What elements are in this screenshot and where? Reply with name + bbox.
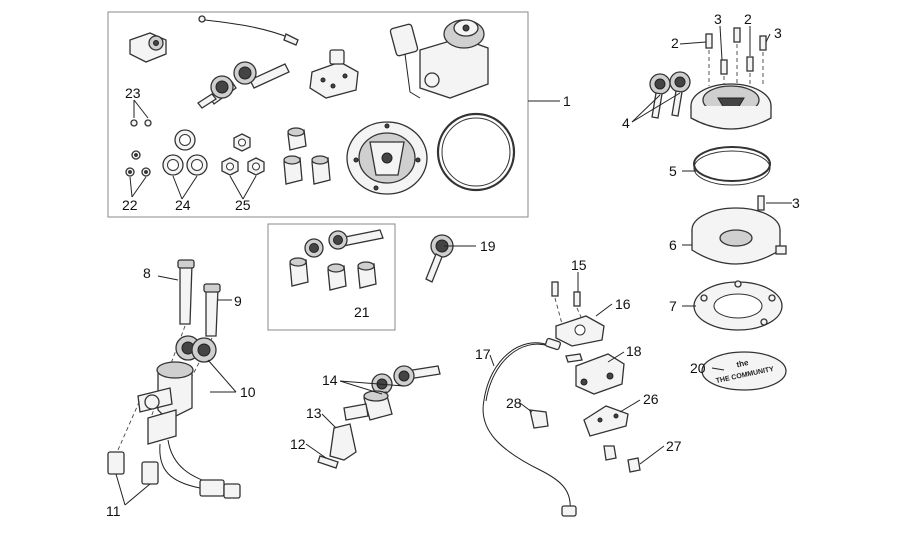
callout-3c: 3	[792, 195, 800, 211]
base-screw	[757, 195, 765, 211]
release-cable	[198, 15, 299, 46]
tank-cap-gasket	[436, 112, 516, 192]
ignition-keys	[197, 61, 290, 109]
callout-17: 17	[475, 346, 491, 362]
callout-26: 26	[643, 391, 659, 407]
kit-1-parts	[125, 15, 516, 195]
lock-bracket	[309, 49, 359, 99]
callout-12: 12	[290, 436, 306, 452]
kit-21-parts	[289, 229, 384, 291]
callout-2a: 2	[671, 35, 679, 51]
callout-23: 23	[125, 85, 141, 101]
callout-22: 22	[122, 197, 138, 213]
callout-27: 27	[666, 438, 682, 454]
callout-1: 1	[563, 93, 571, 109]
tank-cap-gasket-plate	[693, 280, 783, 331]
cable-and-latch	[482, 281, 641, 517]
hex-nuts-25	[221, 133, 265, 176]
small-washers-22	[125, 150, 151, 177]
tank-cap-top	[690, 83, 772, 130]
callout-19: 19	[480, 238, 496, 254]
callout-6: 6	[669, 237, 677, 253]
callout-4: 4	[622, 115, 630, 131]
tank-cap-keys	[649, 71, 691, 119]
kit-1-frame	[107, 11, 529, 218]
emblem-badge: the THE COMMUNITY	[701, 351, 787, 391]
fuel-tank-cap	[346, 121, 428, 195]
callout-11: 11	[106, 503, 121, 519]
tank-cap-ring	[693, 146, 771, 186]
callout-8: 8	[143, 265, 151, 281]
callout-24: 24	[175, 197, 191, 213]
callout-21: 21	[354, 304, 370, 320]
washers-24	[162, 129, 208, 176]
callout-9: 9	[234, 293, 242, 309]
callout-5: 5	[669, 163, 677, 179]
kit-21-frame	[267, 223, 396, 331]
callout-7: 7	[669, 298, 677, 314]
callout-3a: 3	[714, 11, 722, 27]
callout-20: 20	[690, 360, 706, 376]
callout-numbers: 1 2 3 2 3 4 5 3 6 7 20 19 15 16 17 18 28…	[106, 11, 800, 519]
callout-3b: 3	[774, 25, 782, 41]
cap-screws	[705, 27, 767, 90]
callout-16: 16	[615, 296, 631, 312]
ignition-lock-assembly	[107, 259, 241, 499]
lock-cylinders	[283, 127, 331, 185]
tank-cap-assembly-exploded: the THE COMMUNITY	[649, 27, 787, 391]
small-washers-23	[130, 119, 152, 127]
seat-lock-assembly	[317, 365, 441, 469]
callout-13: 13	[306, 405, 322, 421]
callout-14: 14	[322, 372, 338, 388]
small-lock-barrel	[129, 32, 167, 63]
callout-15: 15	[571, 257, 587, 273]
callout-25: 25	[235, 197, 251, 213]
spare-key	[425, 234, 454, 283]
leader-lines	[115, 25, 792, 506]
tank-cap-base	[691, 207, 787, 265]
ignition-switch-assembly	[389, 19, 489, 99]
emblem-line1: the	[736, 358, 750, 369]
callout-10: 10	[240, 384, 256, 400]
callout-28: 28	[506, 395, 522, 411]
callout-2b: 2	[744, 11, 752, 27]
callout-18: 18	[626, 343, 642, 359]
